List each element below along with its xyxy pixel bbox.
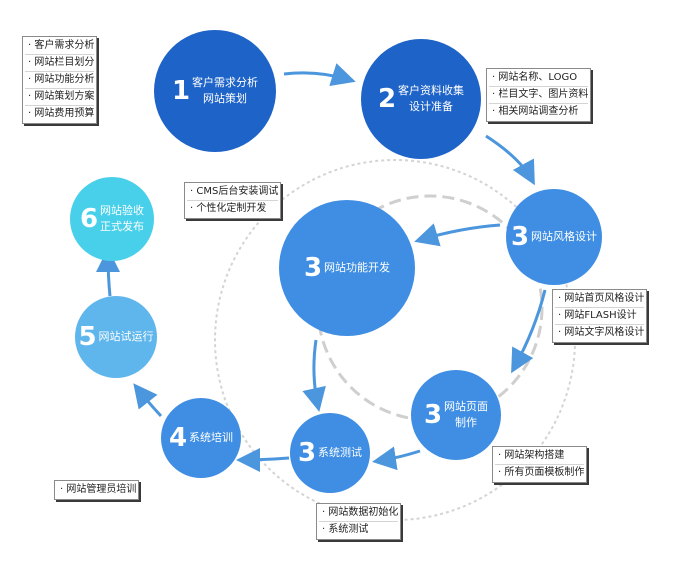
step-6-circle: 6 网站验收正式发布 (70, 177, 154, 261)
step-6-number: 6 (79, 204, 99, 234)
note-item: 网站名称、LOGO (489, 70, 589, 87)
step-1-label: 客户需求分析 (192, 76, 259, 89)
note-item: 网站策划方案 (25, 89, 95, 106)
note-box-materials: 网站名称、LOGO 栏目文字、图片资料 相关网站调查分析 (486, 68, 592, 122)
step-3-style-design-number: 3 (510, 222, 530, 252)
step-2-number: 2 (377, 84, 397, 114)
step-6-label: 网站验收 (100, 204, 145, 217)
step-3-function-dev-number: 3 (303, 253, 323, 283)
note-box-page-build: 网站架构搭建 所有页面模板制作 (492, 446, 588, 483)
note-item: CMS后台安装调试 (187, 184, 279, 201)
step-2-circle: 2 客户资料收集设计准备 (361, 39, 481, 159)
note-item: 网站FLASH设计 (555, 308, 645, 325)
note-item: 网站文字风格设计 (555, 325, 644, 341)
arrow-3c-to-4 (236, 447, 290, 472)
step-3-system-test-label: 系统测试 (318, 446, 363, 459)
step-4-number: 4 (168, 423, 188, 453)
note-item: 网站费用预算 (25, 106, 94, 122)
step-3-style-design-circle: 3 网站风格设计 (506, 189, 602, 285)
note-item: 网站管理员培训 (57, 482, 136, 498)
note-item: 网站数据初始化 (319, 505, 399, 522)
arrow-3b-to-3c (372, 446, 421, 471)
step-4-label: 系统培训 (189, 431, 234, 444)
step-3-page-build-sublabel: 制作 (455, 416, 478, 429)
step-1-number: 1 (171, 76, 191, 106)
note-item: 栏目文字、图片资料 (489, 87, 589, 104)
step-3-system-test-circle: 3 系统测试 (290, 413, 370, 493)
arrow-1-to-2 (283, 63, 356, 87)
step-5-number: 5 (78, 322, 97, 352)
note-item: 网站栏目划分 (25, 55, 95, 72)
step-3-page-build-number: 3 (423, 400, 443, 430)
note-item: 网站首页风格设计 (555, 291, 645, 308)
step-5-label: 网站试运行 (98, 330, 154, 343)
note-item: 网站功能分析 (25, 72, 95, 89)
note-box-cms: CMS后台安装调试 个性化定制开发 (184, 182, 282, 219)
arrow-2-to-3a (485, 134, 535, 186)
arrow-4-to-5 (133, 383, 163, 418)
step-6-sublabel: 正式发布 (100, 220, 145, 233)
step-1-circle: 1 客户需求分析网站策划 (154, 30, 276, 152)
step-4-circle: 4 系统培训 (161, 398, 241, 478)
note-box-needs-analysis: 客户需求分析 网站栏目划分 网站功能分析 网站策划方案 网站费用预算 (22, 36, 98, 124)
note-item: 相关网站调查分析 (489, 104, 588, 120)
arrow-3a-to-3b (511, 289, 547, 374)
note-box-style-design: 网站首页风格设计 网站FLASH设计 网站文字风格设计 (552, 289, 648, 343)
step-2-label: 客户资料收集 (398, 84, 465, 97)
note-item: 所有页面模板制作 (495, 465, 584, 481)
note-item: 网站架构搭建 (495, 448, 585, 465)
step-3-page-build-label: 网站页面 (444, 400, 489, 413)
note-item: 个性化定制开发 (187, 201, 278, 217)
note-box-training: 网站管理员培训 (54, 480, 140, 500)
note-box-system-test: 网站数据初始化 系统测试 (316, 503, 402, 540)
step-2-sublabel: 设计准备 (409, 100, 454, 113)
note-item: 客户需求分析 (25, 38, 95, 55)
step-3-function-dev-circle: 3 网站功能开发 (279, 200, 415, 336)
step-3-system-test-number: 3 (297, 438, 317, 468)
step-1-sublabel: 网站策划 (203, 92, 248, 105)
step-5-circle: 5 网站试运行 (75, 296, 157, 378)
arrow-3a-to-3d (414, 223, 501, 247)
step-3-function-dev-label: 网站功能开发 (324, 261, 391, 274)
step-3-page-build-circle: 3 网站页面制作 (411, 370, 501, 460)
note-item: 系统测试 (319, 522, 398, 538)
step-3-style-design-label: 网站风格设计 (531, 230, 598, 243)
arrow-3d-to-3c (302, 339, 326, 412)
